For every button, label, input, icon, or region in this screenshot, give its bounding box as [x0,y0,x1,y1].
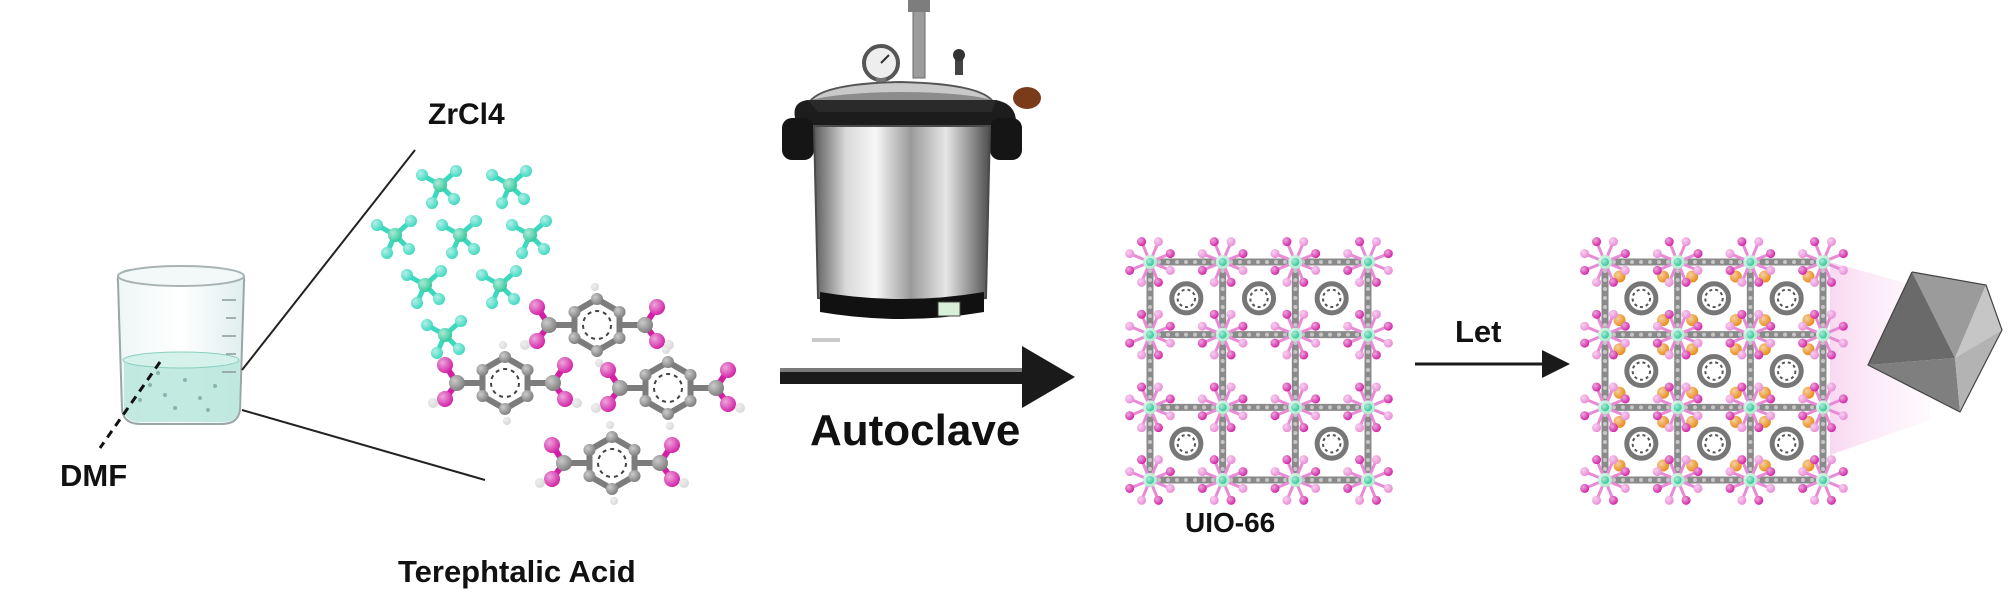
dmf-label: DMF [60,458,127,493]
terephthalic-acid-molecule [535,421,689,505]
loaded-uio66-framework [1580,237,1848,505]
terephthalic-acid-molecule [520,283,674,367]
zrcl4-molecule [506,215,552,259]
zrcl4-molecule [476,265,522,309]
zrcl4-molecule [371,215,417,259]
uio66-framework [1125,237,1393,505]
terephthalic-acid-molecule [591,346,745,430]
zrcl4-molecule [436,215,482,259]
octahedron-icon [1867,271,2003,413]
autoclave-arrow [780,346,1075,408]
terephthalic-acid-molecules [428,283,745,505]
zoom-lines [241,149,486,481]
let-label: Let [1455,314,1502,349]
let-arrow [1415,350,1570,378]
terephthalic-acid-molecule [428,341,582,425]
dmf-pointer [98,361,162,449]
zrcl4-molecule [401,265,447,309]
terephthalic-acid-label: Terephtalic Acid [398,554,636,589]
zrcl4-molecule [416,165,462,209]
zrcl4-molecules [371,165,552,359]
beaker-icon [116,265,246,425]
zrcl4-molecule [421,315,467,359]
autoclave-label: Autoclave [810,406,1020,455]
zrcl4-molecule [486,165,532,209]
zrcl4-label: ZrCl4 [428,98,505,131]
autoclave-icon [782,0,1041,342]
uio66-label: UIO-66 [1185,507,1275,538]
